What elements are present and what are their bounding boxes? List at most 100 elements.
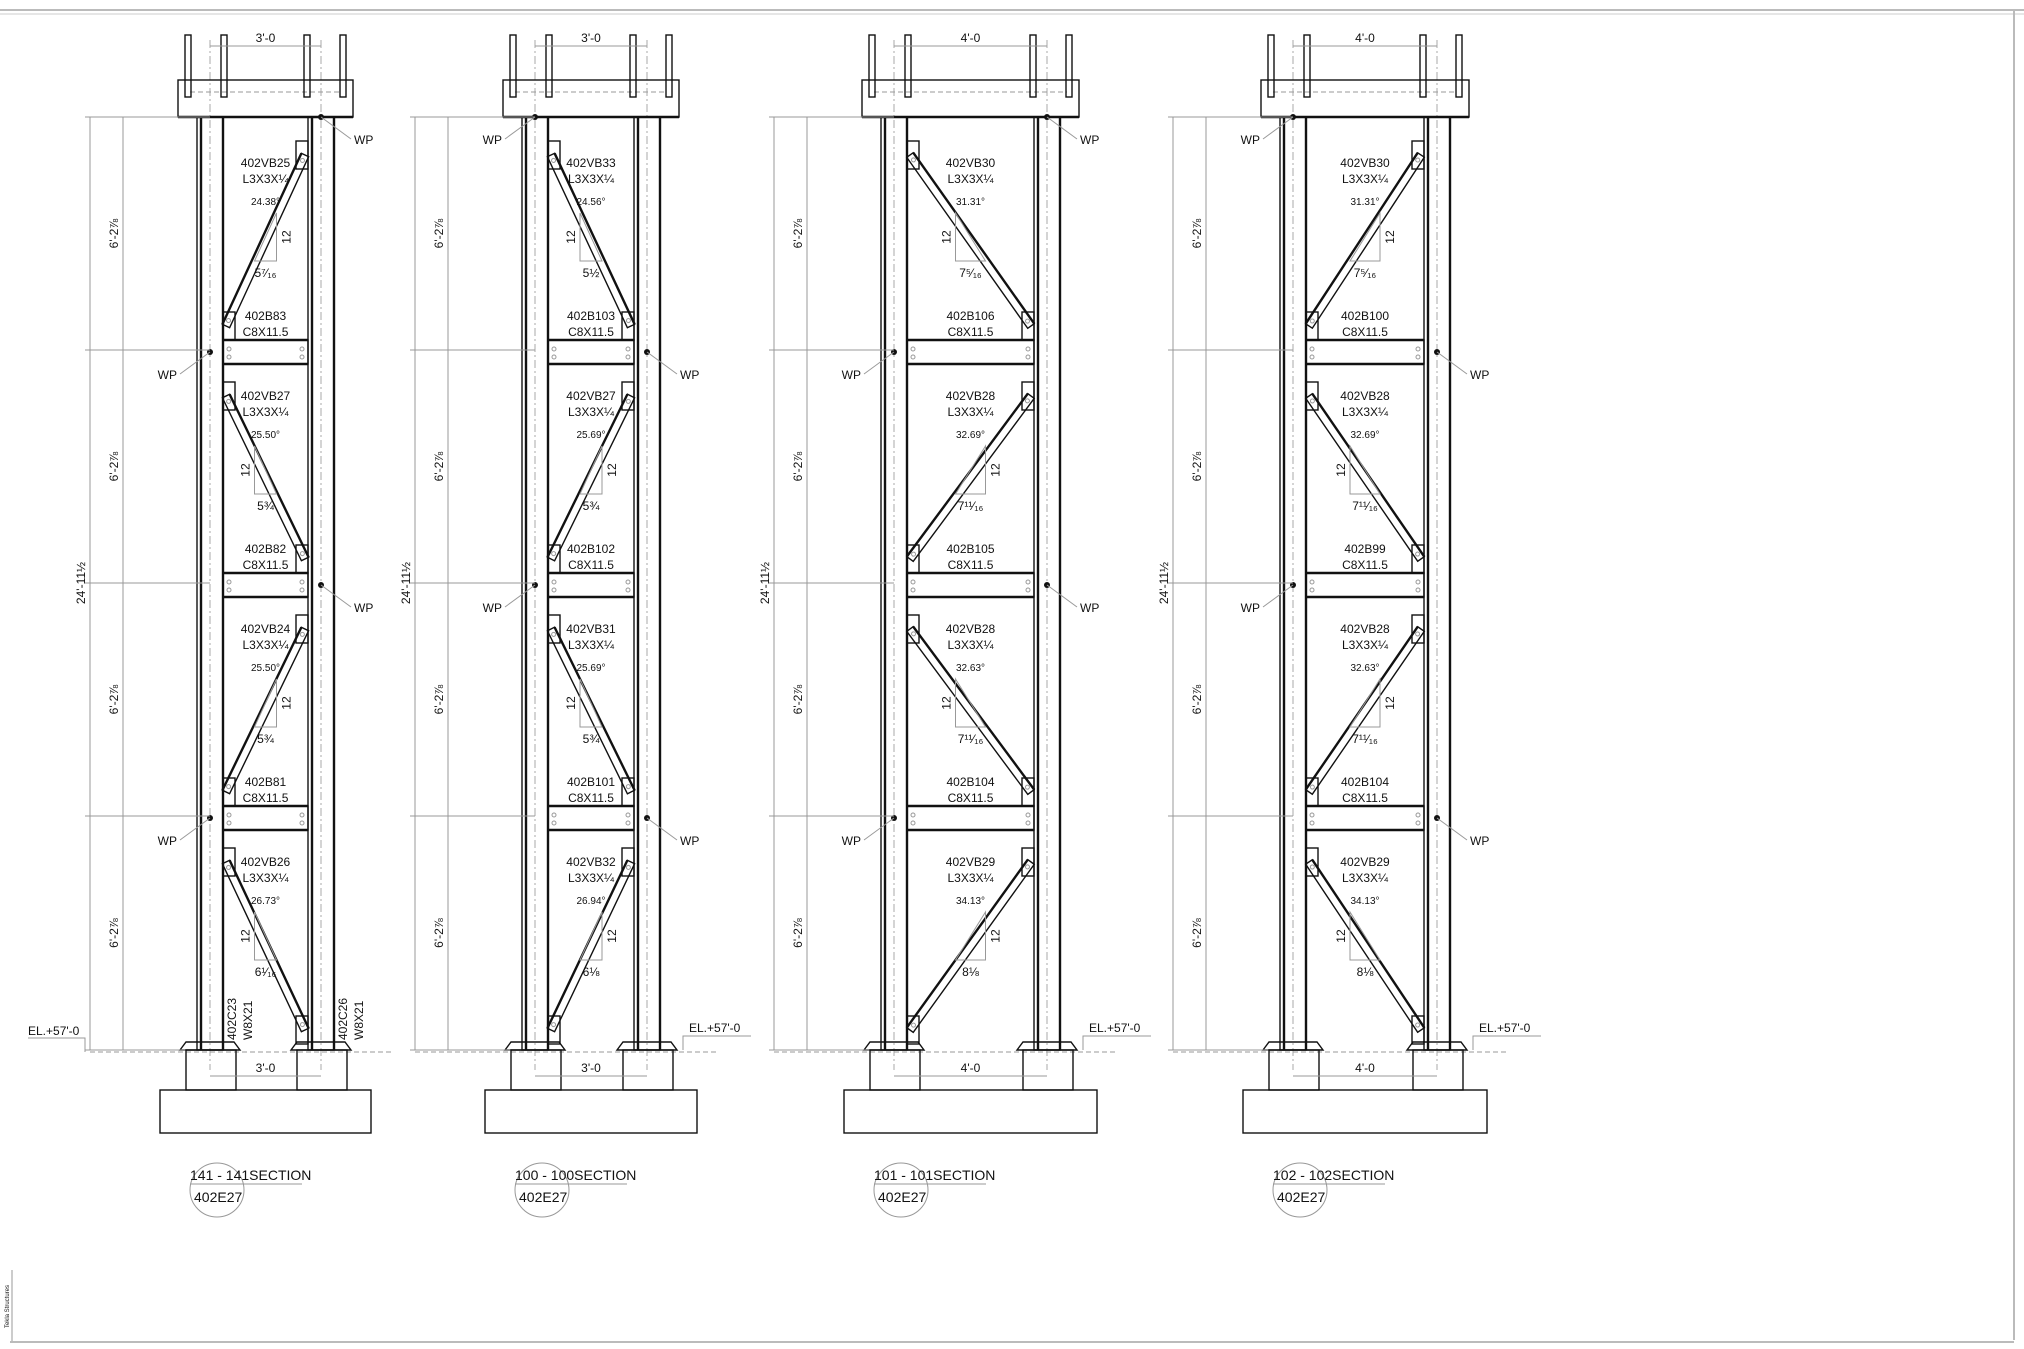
slope-rise: 12 <box>989 463 1003 477</box>
slope-triangle <box>955 677 987 728</box>
base-width-dimension: 4'-0 <box>961 1061 981 1075</box>
leader-line <box>504 116 536 140</box>
slope-angle: 34.13° <box>1350 896 1379 907</box>
bolt-hole <box>299 579 305 585</box>
elevation-label: EL.+57'-0 <box>28 1024 80 1038</box>
brace-leg <box>553 626 636 791</box>
brace-leg <box>912 151 1036 325</box>
bolt-hole <box>226 579 232 585</box>
slope-rise: 12 <box>280 696 294 710</box>
railing-post <box>1267 34 1275 98</box>
bolt-hole <box>226 398 232 404</box>
brace-mark: 402VB28 <box>1340 622 1390 636</box>
bolt-hole <box>1025 354 1031 360</box>
bolt-hole <box>1415 354 1421 360</box>
beam-outline <box>1305 339 1425 365</box>
bolt-hole <box>1024 398 1030 404</box>
panel-height-dimension: 6'-2⅞ <box>432 451 446 482</box>
bolt-hole <box>1025 318 1031 324</box>
beam-outline <box>547 572 635 598</box>
slope-run: 7¹¹⁄₁₆ <box>958 499 984 513</box>
panel-height-dimension: 6'-2⅞ <box>432 684 446 715</box>
bolt-hole <box>625 864 631 870</box>
brace-size: L3X3X¼ <box>947 172 994 186</box>
railing-post <box>1029 34 1037 98</box>
slope-triangle <box>955 211 987 262</box>
slope-triangle <box>579 445 603 495</box>
slope-angle: 32.63° <box>1350 663 1379 674</box>
bolt-hole <box>299 551 305 557</box>
slope-angle: 25.50° <box>251 430 280 441</box>
panel-height-dimension: 6'-2⅞ <box>1190 451 1204 482</box>
top-beam-cap <box>177 79 354 118</box>
gusset-plate <box>222 777 236 807</box>
section-callout-circle <box>514 1162 570 1218</box>
beam-mark: 402B106 <box>946 309 994 323</box>
gusset-plate <box>1411 1015 1425 1045</box>
slope-run: 7¹¹⁄₁₆ <box>1352 732 1378 746</box>
section-view-1: 3'-0402B103C8X11.5WP402B102C8X11.5WP402B… <box>399 31 751 1218</box>
beam-size: C8X11.5 <box>243 325 289 339</box>
beam-size: C8X11.5 <box>1342 558 1388 572</box>
pier-pedestal <box>622 1049 674 1091</box>
brace-size: L3X3X¼ <box>947 871 994 885</box>
leader-line <box>1436 351 1468 375</box>
brace-size: L3X3X¼ <box>242 638 289 652</box>
section-title: 102 - 102SECTION <box>1273 1167 1394 1183</box>
brace-size: L3X3X¼ <box>568 638 615 652</box>
brace-size: L3X3X¼ <box>1342 871 1389 885</box>
top-width-dimension: 3'-0 <box>581 31 601 45</box>
panel-height-dimension: 6'-2⅞ <box>1190 684 1204 715</box>
slope-triangle <box>1349 910 1381 961</box>
railing-post <box>1419 34 1427 98</box>
bolt-hole <box>1415 587 1421 593</box>
slope-angle: 31.31° <box>1350 197 1379 208</box>
railing-post <box>339 34 347 98</box>
brace-leg <box>221 626 303 791</box>
slope-run: 7¹¹⁄₁₆ <box>1352 499 1378 513</box>
brace-mark: 402VB27 <box>566 389 616 403</box>
bolt-hole <box>625 398 631 404</box>
bolt-hole <box>625 346 631 352</box>
bolt-hole <box>1415 1022 1421 1028</box>
beam-size: C8X11.5 <box>1342 791 1388 805</box>
wp-label: WP <box>158 368 177 382</box>
gusset-plate <box>295 544 309 574</box>
brace-outline <box>221 393 310 562</box>
bolt-hole <box>910 820 916 826</box>
bolt-hole <box>226 812 232 818</box>
slope-rise: 12 <box>1334 929 1348 943</box>
brace-outline <box>905 858 1036 1034</box>
section-view-2: 4'-0402B106C8X11.5WP402B105C8X11.5WP402B… <box>758 31 1151 1218</box>
bolt-hole <box>1025 346 1031 352</box>
top-width-dimension: 4'-0 <box>1355 31 1375 45</box>
bolt-hole <box>1025 820 1031 826</box>
beam-mark: 402B100 <box>1341 309 1389 323</box>
slope-run: 5½ <box>583 266 600 280</box>
slope-run: 7⁵⁄₁₆ <box>959 266 982 280</box>
bolt-hole <box>1415 346 1421 352</box>
brace-mark: 402VB27 <box>241 389 291 403</box>
beam-mark: 402B103 <box>567 309 615 323</box>
beam-size: C8X11.5 <box>948 325 994 339</box>
leader-line <box>1262 584 1294 608</box>
bolt-hole <box>551 157 557 163</box>
base-width-dimension: 3'-0 <box>581 1061 601 1075</box>
brace-mark: 402VB26 <box>241 855 291 869</box>
slope-triangle <box>253 212 277 262</box>
slope-triangle <box>254 445 278 495</box>
pier-pedestal <box>1268 1049 1320 1091</box>
